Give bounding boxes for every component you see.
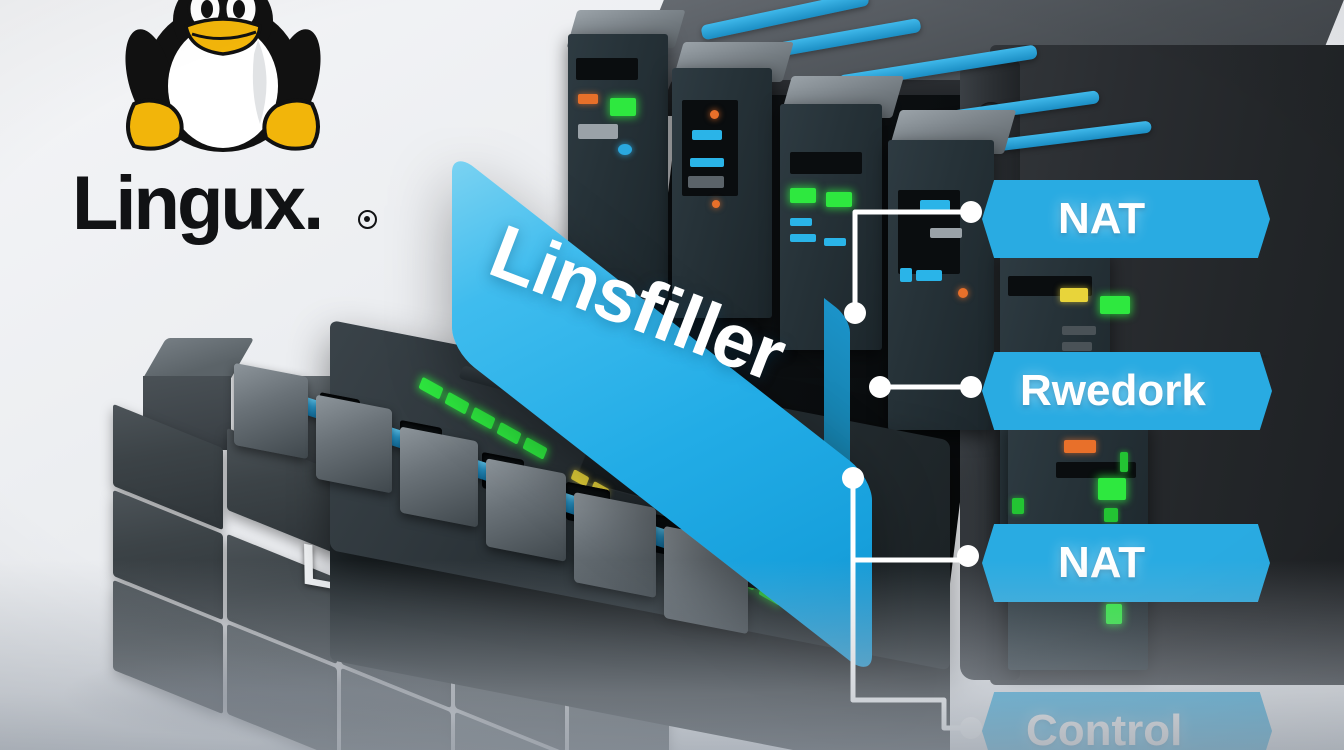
status-led-orange (578, 94, 598, 104)
status-led-green (790, 188, 816, 203)
blade-display-bar (1062, 342, 1092, 351)
status-led-blue (618, 144, 632, 155)
status-led-orange (710, 110, 719, 119)
blade-vent-slot (576, 58, 638, 80)
status-led-cyan (790, 218, 812, 226)
status-led-green (1104, 508, 1118, 522)
status-led-green (1106, 604, 1122, 624)
status-led-green (1012, 498, 1024, 514)
status-led-cyan (824, 238, 846, 246)
callout-label: NAT (1058, 194, 1146, 243)
status-led-cyan (692, 130, 722, 140)
blade-vent-slot (1056, 462, 1136, 478)
callout-label: Control (1026, 706, 1183, 750)
tux-penguin-logo-icon (125, 0, 321, 152)
callout-badge-control[interactable]: Control (982, 692, 1272, 750)
cable-plug (234, 362, 308, 460)
connector-node (960, 717, 982, 739)
status-led-cyan (900, 268, 912, 282)
callout-badge-nat-2[interactable]: NAT (982, 524, 1270, 602)
callout-badge-rwedork[interactable]: Rwedork (982, 352, 1272, 430)
blade-display-bar (930, 228, 962, 238)
blade-display-bar (578, 124, 618, 139)
status-led-orange (712, 200, 720, 208)
registered-trademark-icon (358, 210, 377, 229)
status-led-yellow (1060, 288, 1088, 302)
status-led-green (1100, 296, 1130, 314)
status-led-cyan (690, 158, 724, 167)
cable-plug (316, 394, 392, 494)
callout-label: NAT (1058, 538, 1146, 587)
brand-logo: Lingux. (70, 0, 390, 252)
brand-wordmark: Lingux. (72, 161, 324, 246)
callout-badge-nat-1[interactable]: NAT (982, 180, 1270, 258)
status-led-orange (958, 288, 968, 298)
blade-display-bar (1062, 326, 1096, 335)
callout-label: Rwedork (1020, 366, 1206, 415)
status-led-green (610, 98, 636, 116)
status-led-green (1098, 478, 1126, 500)
status-led-cyan (790, 234, 816, 242)
blade-vent-slot (790, 152, 862, 174)
status-led-orange (1064, 440, 1096, 453)
product-banner: Linsfiller (452, 150, 872, 679)
blade-display-bar (688, 176, 724, 188)
status-led-cyan (916, 270, 942, 281)
status-led-cyan (920, 200, 950, 212)
cable-plug (574, 492, 656, 598)
port-led-green (418, 376, 444, 400)
status-led-green (1120, 452, 1128, 472)
status-led-green (826, 192, 852, 207)
